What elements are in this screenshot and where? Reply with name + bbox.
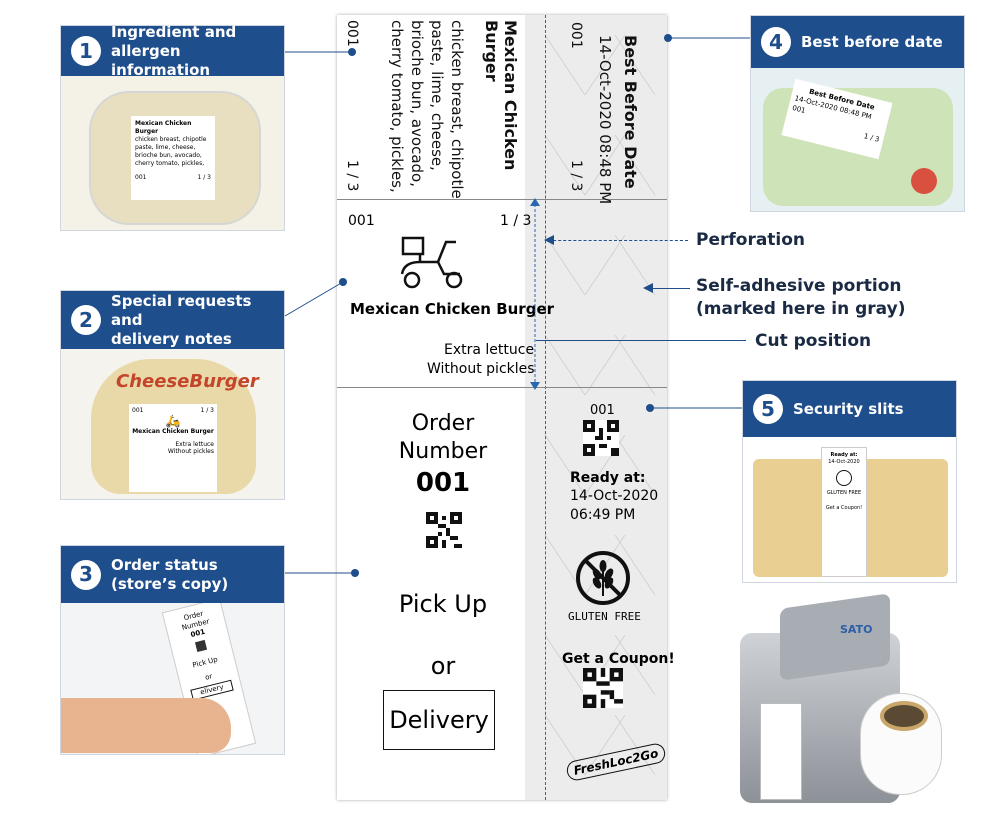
cut-pointer <box>536 340 746 341</box>
callout-header: 3 Order status(store’s copy) <box>61 546 284 603</box>
salad-container-image: Best Before Date 14-Oct-2020 08:48 PM 00… <box>751 68 964 211</box>
order-number-value: 001 <box>415 468 471 498</box>
or-text: or <box>430 652 456 680</box>
section-divider <box>337 387 667 388</box>
callout-number-badge: 3 <box>71 559 101 590</box>
ready-date: 14-Oct-2020 <box>570 488 659 504</box>
bag-seal-label: Ready at: 14-Oct-2020 GLUTEN FREE Get a … <box>821 447 867 577</box>
arrow-left-icon <box>643 283 653 293</box>
qr-code-icon <box>583 668 623 708</box>
paper-bag-image: Ready at: 14-Oct-2020 GLUTEN FREE Get a … <box>743 437 956 582</box>
order-label-line1: Order <box>411 411 475 436</box>
delivery-scooter-icon <box>400 236 463 289</box>
delivery-box: Delivery <box>383 690 495 750</box>
printer-brand: SATO <box>840 623 873 636</box>
cut-position-arrow <box>530 198 540 390</box>
burger-box-image: Mexican Chicken Burger chicken breast, c… <box>61 76 284 230</box>
order-label-line2: Number <box>398 439 488 464</box>
adhesive-pointer <box>650 288 690 289</box>
adhesive-label: Self-adhesive portion (marked here in gr… <box>696 275 905 321</box>
order-number-label: Order Number <box>390 410 496 466</box>
gluten-free-text: GLUTEN FREE <box>568 610 641 623</box>
cheeseburger-logo: CheeseBurger <box>116 371 259 392</box>
arrow-left-icon <box>544 235 554 245</box>
label-roll-core <box>880 701 928 731</box>
ready-label: Ready at: <box>570 470 646 486</box>
callout-number-badge: 4 <box>761 27 791 57</box>
coupon-text: Get a Coupon! <box>562 651 675 667</box>
gluten-free-icon <box>576 551 630 605</box>
cut-position-label: Cut position <box>755 331 872 351</box>
adhesive-label-line1: Self-adhesive portion <box>696 276 902 296</box>
printer-output-label <box>760 703 802 800</box>
adhesive-label-line2: (marked here in gray) <box>696 299 906 319</box>
perforation-pointer <box>548 240 688 242</box>
mini-label: Mexican Chicken Burger chicken breast, c… <box>131 116 215 200</box>
callout-title: Best before date <box>801 32 943 51</box>
section2-note2: Without pickles <box>427 361 535 377</box>
callout-header: 4 Best before date <box>751 16 964 68</box>
right-code: 001 <box>590 403 615 418</box>
section2-code: 001 <box>348 213 375 229</box>
callout-number-badge: 1 <box>71 36 101 66</box>
callout-header: 5 Security slits <box>743 381 956 437</box>
section-divider <box>337 199 667 200</box>
callout-security-slits: 5 Security slits Ready at: 14-Oct-2020 G… <box>742 380 957 583</box>
printer-image: SATO <box>740 593 950 813</box>
qr-code-icon <box>426 512 462 548</box>
perforation-line <box>545 15 546 800</box>
label-roll <box>860 693 942 795</box>
perforation-label: Perforation <box>696 230 806 250</box>
callout-title: Security slits <box>793 399 904 418</box>
section2-page: 1 / 3 <box>500 213 532 229</box>
pickup-text: Pick Up <box>398 590 488 618</box>
section2-item-name: Mexican Chicken Burger <box>350 300 555 318</box>
callout-number-badge: 2 <box>71 305 101 335</box>
section2-note1: Extra lettuce <box>444 342 535 358</box>
callout-number-badge: 5 <box>753 394 783 424</box>
callout-title: Order status(store’s copy) <box>111 555 229 593</box>
tomato-shape <box>911 168 937 194</box>
hand-shape <box>61 698 231 753</box>
qr-code-icon <box>583 420 619 456</box>
callout-best-before: 4 Best before date Best Before Date 14-O… <box>750 15 965 212</box>
ready-time: 06:49 PM <box>570 507 636 523</box>
